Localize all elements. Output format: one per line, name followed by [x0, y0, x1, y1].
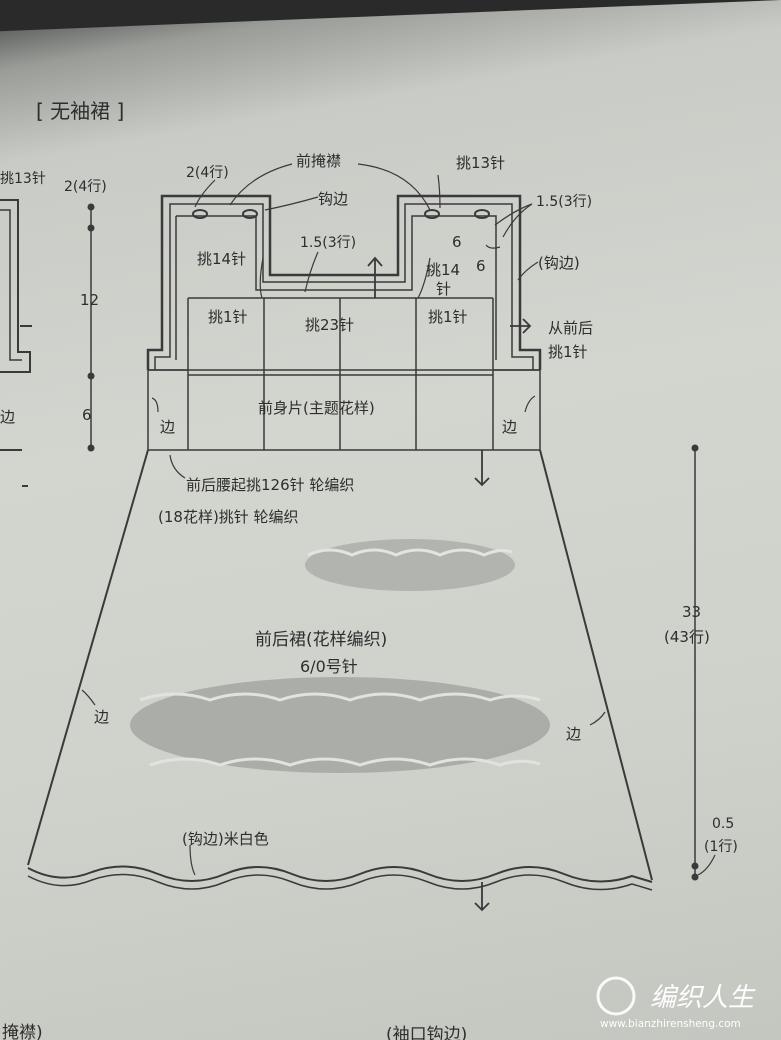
- buttonhole-right-1: [424, 209, 440, 219]
- label-pick14-left: 挑14针: [197, 250, 246, 268]
- watermark-url: www.bianzhirensheng.com: [600, 1018, 741, 1030]
- label-one-five-right: 1.5(3行): [536, 194, 592, 210]
- label-two-rows: 2(4行): [186, 165, 229, 181]
- label-six-a: 6: [452, 233, 462, 251]
- partial-pick13: 挑13针: [0, 171, 46, 187]
- watermark: 编织人生 www.bianzhirensheng.com: [596, 976, 756, 1030]
- dim-right-main-a: 33: [682, 603, 701, 621]
- left-dimension-line: [87, 203, 95, 452]
- partial-left-piece: [0, 199, 31, 373]
- label-skirt-title: 前后裙(花样编织): [255, 630, 387, 650]
- label-front-body: 前身片(主题花样): [258, 399, 375, 417]
- label-from-front-back-b: 挑1针: [548, 343, 588, 361]
- label-crochet-edge-paren: (钩边): [538, 254, 580, 272]
- buttonhole-left-2: [242, 209, 258, 219]
- leader-lines: [81, 163, 716, 876]
- label-edge-right-body: 边: [502, 418, 517, 436]
- dim-left-top: 2(4行): [64, 179, 107, 195]
- label-hem: (钩边)米白色: [182, 830, 269, 848]
- buttonhole-left-1: [192, 209, 208, 219]
- label-crochet-edge: 钩边: [318, 190, 348, 208]
- label-pick13: 挑13针: [456, 154, 505, 172]
- buttonhole-right-2: [474, 209, 490, 219]
- label-six-b: 6: [476, 257, 486, 275]
- dim-right-hem-a: 0.5: [712, 816, 734, 832]
- bodice-outline: [146, 194, 542, 370]
- label-edge-right-skirt: 边: [566, 725, 581, 743]
- label-edge-left-skirt: 边: [94, 708, 109, 726]
- label-pick23: 挑23针: [305, 316, 354, 334]
- label-edge-left-body: 边: [160, 418, 175, 436]
- dim-right-hem-b: (1行): [704, 839, 738, 855]
- label-one-five-center: 1.5(3行): [300, 235, 356, 251]
- partial-edge: 边: [0, 408, 15, 426]
- dim-right-main-b: (43行): [664, 628, 710, 646]
- label-from-front-back-a: 从前后: [548, 319, 593, 337]
- watermark-logo-icon: [596, 976, 636, 1016]
- label-pattern-pick: (18花样)挑针 轮编织: [158, 508, 299, 526]
- label-waist-pick: 前后腰起挑126针 轮编织: [186, 476, 354, 494]
- label-pick14-right-b: 针: [436, 280, 451, 298]
- dim-left-mid: 12: [80, 291, 99, 309]
- bottom-cut-right: (袖口钩边): [386, 1025, 467, 1040]
- label-pick1-left: 挑1针: [208, 308, 248, 326]
- label-front-placket: 前掩襟: [296, 152, 341, 170]
- bodice-grid: [147, 297, 541, 451]
- stitch-swatch-top: [305, 539, 515, 591]
- label-pick1-right: 挑1针: [428, 308, 468, 326]
- diagram-title: [ 无袖裙 ]: [36, 99, 124, 123]
- right-dimension-line: [691, 444, 699, 881]
- bottom-cut-left: 掩襟): [2, 1023, 43, 1040]
- watermark-brand: 编织人生: [650, 983, 756, 1013]
- dim-left-bottom: 6: [82, 406, 92, 424]
- label-pick14-right-a: 挑14: [426, 261, 460, 279]
- stitch-swatch-bottom: [130, 677, 550, 773]
- skirt-outline: [27, 449, 653, 891]
- direction-arrows: [367, 256, 532, 912]
- label-needle: 6/0号针: [300, 657, 358, 676]
